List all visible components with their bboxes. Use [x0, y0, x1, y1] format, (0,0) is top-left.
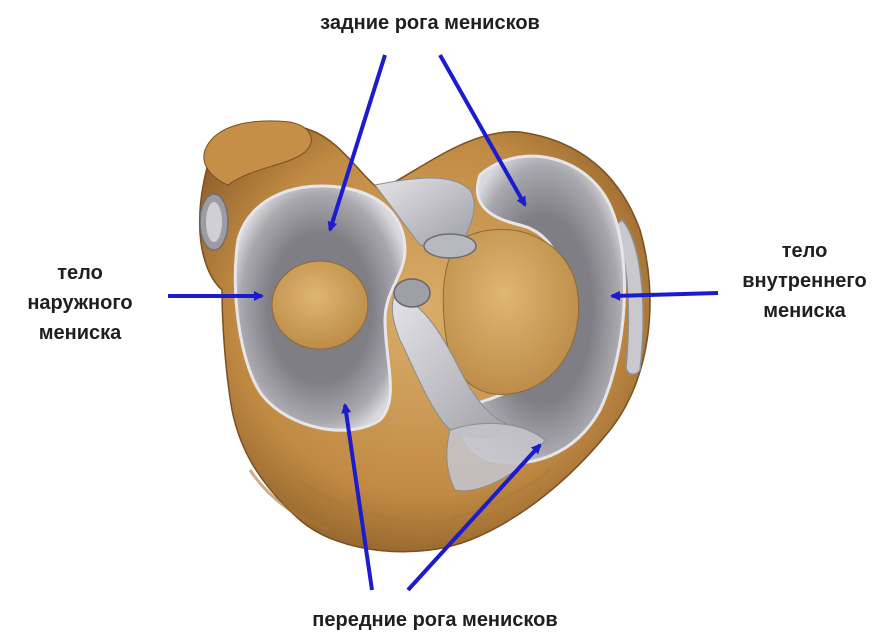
label-posterior-horns: задние рога менисков [270, 8, 590, 38]
label-medial-line-3: мениска [722, 296, 887, 326]
label-anterior-horns: передние рога менисков [260, 605, 610, 635]
label-lateral-line-3: мениска [0, 318, 160, 348]
label-lateral-line-1: тело [0, 258, 160, 288]
label-medial-line-2: внутреннего [722, 266, 887, 296]
label-lateral-meniscus-body: тело наружного мениска [0, 258, 160, 348]
label-lateral-line-2: наружного [0, 288, 160, 318]
label-anterior-horns-text: передние рога менисков [260, 605, 610, 635]
label-medial-line-1: тело [722, 236, 887, 266]
left-tendon-stump [200, 194, 228, 250]
label-medial-meniscus-body: тело внутреннего мениска [722, 236, 887, 326]
label-posterior-horns-text: задние рога менисков [270, 8, 590, 38]
lateral-meniscus [235, 186, 405, 430]
lateral-tibial-cartilage [272, 261, 368, 349]
